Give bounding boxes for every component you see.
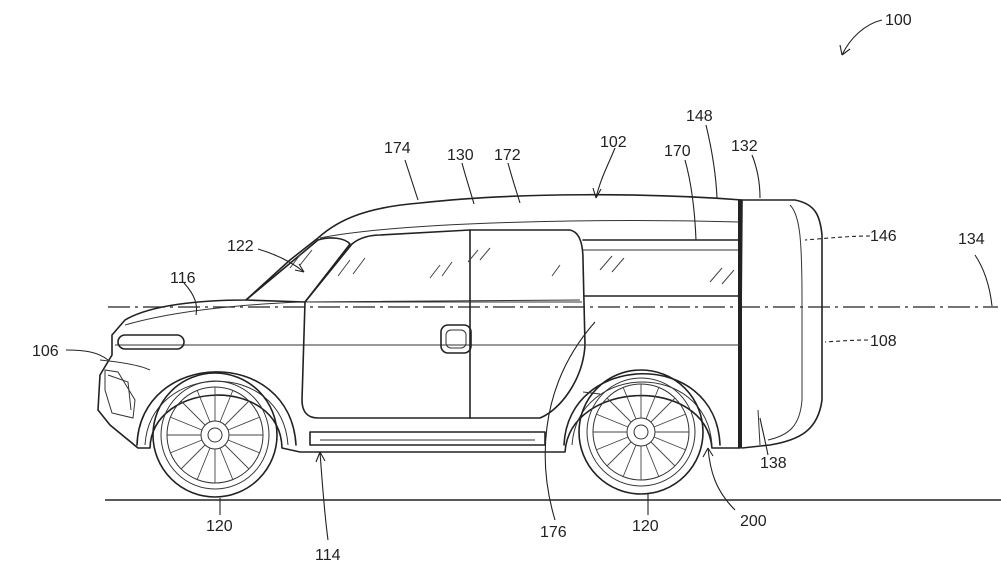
- label-146: 146: [870, 228, 897, 245]
- vehicle-body: [97, 193, 823, 453]
- label-132: 132: [731, 138, 758, 155]
- label-138: 138: [760, 455, 787, 472]
- label-114: 114: [315, 547, 341, 564]
- label-134: 134: [958, 231, 985, 248]
- label-116: 116: [170, 270, 196, 287]
- label-122: 122: [227, 238, 254, 255]
- label-130: 130: [447, 147, 474, 164]
- label-148: 148: [686, 108, 713, 125]
- label-120-rear: 120: [632, 518, 659, 535]
- label-108: 108: [870, 333, 897, 350]
- label-120-front: 120: [206, 518, 233, 535]
- label-100: 100: [885, 12, 912, 29]
- label-174: 174: [384, 140, 411, 157]
- front-wheel: [152, 372, 278, 498]
- reference-labels: 100 102 106 108 114 116 120 120 122 130 …: [32, 12, 985, 564]
- rear-wheel: [578, 369, 704, 495]
- label-176: 176: [540, 524, 567, 541]
- label-200: 200: [740, 513, 767, 530]
- label-106: 106: [32, 343, 59, 360]
- label-170: 170: [664, 143, 691, 160]
- label-172: 172: [494, 147, 521, 164]
- leader-lines: [65, 19, 993, 541]
- label-102: 102: [600, 134, 627, 151]
